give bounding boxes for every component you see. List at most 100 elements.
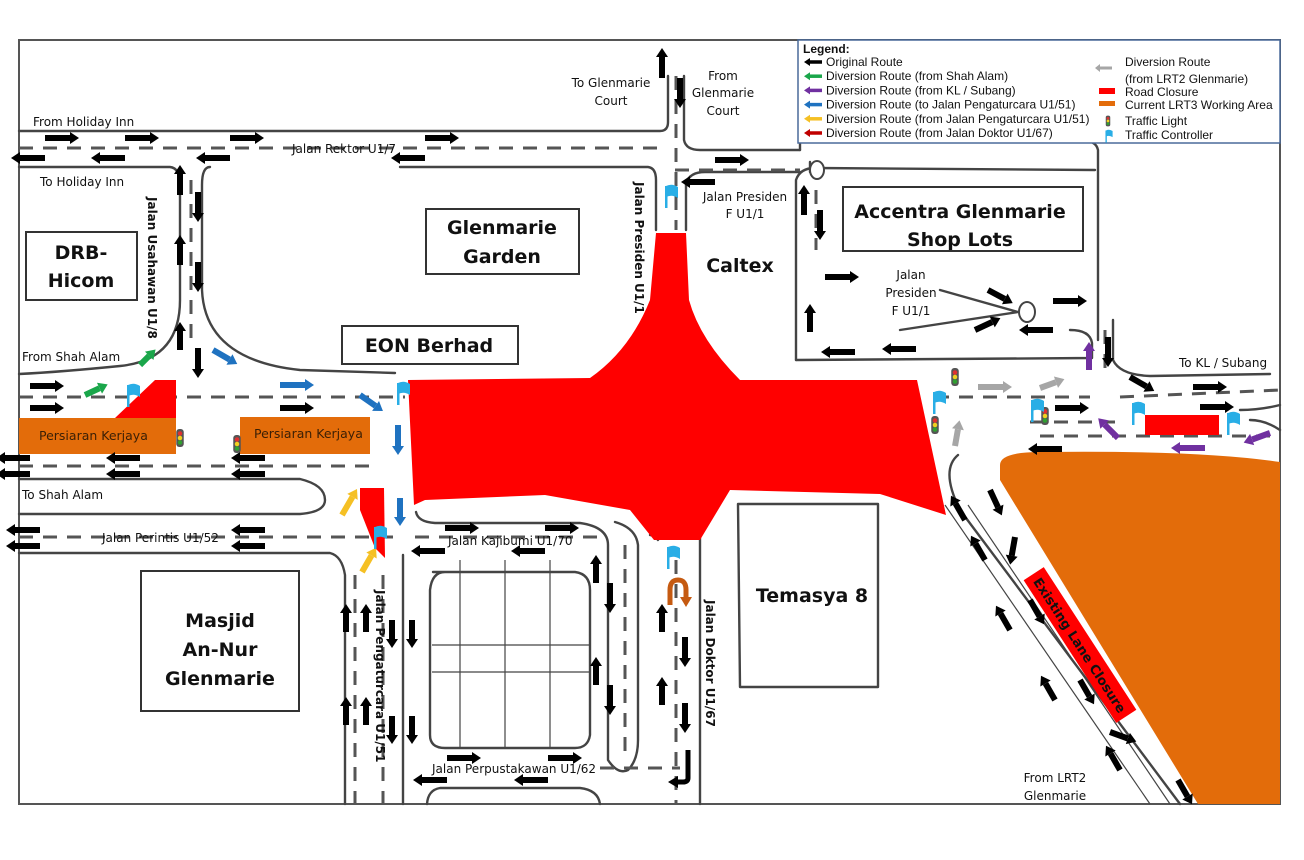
- roundabout-north: [809, 160, 825, 180]
- work-area-south-east: [1000, 451, 1280, 804]
- original-route-arrow: [1005, 536, 1018, 565]
- original-route-arrow: [814, 210, 826, 240]
- legend-label: Diversion Route (to Jalan Pengaturcara U…: [826, 98, 1075, 112]
- turn-arrow-icon: [676, 750, 691, 785]
- diversion-route-arrow: [1038, 376, 1065, 391]
- masjid-label-3: Glenmarie: [165, 668, 275, 690]
- traffic-light-icon: [951, 368, 959, 386]
- original-route-arrow: [406, 620, 418, 648]
- masjid-label-2: An-Nur: [183, 639, 259, 661]
- diversion-route-arrow: [1083, 342, 1095, 370]
- original-route-arrow: [340, 604, 352, 632]
- original-route-arrow: [231, 468, 265, 480]
- original-route-arrow: [674, 78, 686, 108]
- from-holiday-inn-label: From Holiday Inn: [33, 115, 134, 129]
- road-label-perpustakawan: Jalan Perpustakawan U1/62: [431, 762, 596, 776]
- original-route-arrow: [1105, 745, 1123, 772]
- original-route-arrow: [514, 774, 548, 786]
- original-route-arrow: [406, 716, 418, 744]
- road-label-doktor: Jalan Doktor U1/67: [703, 599, 717, 727]
- legend-label: Traffic Light: [1125, 114, 1188, 128]
- original-route-arrow: [987, 488, 1004, 516]
- masjid-label-1: Masjid: [185, 610, 255, 632]
- swatch-icon: [1099, 88, 1115, 94]
- original-route-arrow: [1102, 337, 1114, 367]
- legend-item: Diversion Route (from KL / Subang): [804, 83, 1016, 97]
- original-route-arrow: [174, 322, 186, 350]
- original-route-arrow: [280, 402, 314, 414]
- original-route-arrow: [0, 468, 30, 480]
- diversion-route-arrow: [1171, 442, 1205, 454]
- original-route-arrow: [230, 132, 264, 144]
- legend-item-traffic-controller: Traffic Controller: [1105, 128, 1213, 143]
- original-route-arrow: [360, 604, 372, 632]
- legend-title: Legend:: [803, 42, 850, 56]
- u-turn-arrowhead: [680, 597, 692, 607]
- arrowhead: [804, 100, 810, 109]
- arrowhead: [804, 114, 810, 123]
- from-glenmarie-court-label-1: From: [708, 69, 738, 83]
- diversion-route-arrow: [392, 425, 404, 455]
- diversion-route-arrow: [83, 382, 108, 398]
- legend-label: Diversion Route (from KL / Subang): [826, 83, 1016, 97]
- closure-shah-alam-slip: [115, 380, 176, 418]
- original-route-arrow: [882, 343, 916, 355]
- original-route-arrow: [1027, 598, 1045, 625]
- legend-label: Diversion Route (from Shah Alam): [826, 69, 1008, 83]
- arrowhead: [804, 129, 810, 137]
- road-label-presiden-f2-3: F U1/1: [892, 304, 931, 318]
- original-route-arrow: [950, 495, 968, 522]
- from-lrt2-label-1: From LRT2: [1024, 771, 1087, 785]
- original-route-arrow: [604, 685, 616, 715]
- original-route-arrow: [192, 262, 204, 292]
- original-route-arrow: [970, 535, 988, 562]
- arrowhead: [804, 72, 810, 81]
- road-label-kerjaya-middle: Persiaran Kerjaya: [254, 426, 363, 441]
- diversion-route-arrow: [339, 489, 358, 517]
- legend-label: Road Closure: [1125, 85, 1199, 99]
- original-route-arrow: [445, 522, 479, 534]
- original-route-arrow: [679, 637, 691, 667]
- road-label-perintis: Jalan Perintis U1/52: [101, 531, 219, 545]
- lrt3-working-areas: [19, 417, 1280, 804]
- road-label-pengaturcara: Jalan Pengaturcara U1/51: [373, 589, 387, 762]
- original-route-arrow: [6, 540, 40, 552]
- diversion-route-arrow: [137, 349, 156, 368]
- original-route-arrow: [995, 605, 1013, 632]
- original-route-arrow: [91, 152, 125, 164]
- to-glenmarie-court-label-2: Court: [595, 94, 628, 108]
- original-route-arrow: [545, 522, 579, 534]
- legend-item: Diversion Route (from Jalan Pengaturcara…: [804, 112, 1089, 126]
- original-route-arrow: [986, 287, 1013, 305]
- legend-item: Diversion Route (from Jalan Doktor U1/67…: [804, 126, 1053, 140]
- diversion-route-arrow: [1098, 418, 1121, 441]
- original-route-arrow: [1019, 324, 1053, 336]
- road-label-presiden-f2-2: Presiden: [885, 286, 936, 300]
- accentra-label-1: Accentra Glenmarie: [854, 201, 1065, 223]
- original-route-arrow: [1040, 675, 1058, 702]
- to-kl-subang-label: To KL / Subang: [1178, 356, 1267, 370]
- original-route-arrow: [548, 752, 582, 764]
- original-route-arrow: [413, 774, 447, 786]
- traffic-light-icon: [931, 416, 939, 434]
- road-label-kajibumi: Jalan Kajibumi U1/70: [447, 534, 572, 548]
- diversion-route-arrow: [952, 420, 964, 447]
- legend-box: [797, 39, 1281, 144]
- original-route-arrow: [804, 304, 816, 332]
- landmarks: DRB- Hicom Glenmarie Garden EON Berhad C…: [25, 160, 1084, 748]
- original-route-arrow: [231, 524, 265, 536]
- road-edges: [17, 48, 1282, 806]
- parking-grid: [432, 560, 590, 748]
- original-route-arrow: [825, 271, 859, 283]
- original-route-arrow: [1055, 402, 1089, 414]
- diversion-route-arrow: [978, 381, 1012, 393]
- roundabout-shoplots: [1018, 301, 1036, 323]
- original-route-arrow: [30, 402, 64, 414]
- eon-berhad-label: EON Berhad: [365, 335, 493, 357]
- road-label-usahawan: Jalan Usahawan U1/8: [145, 196, 159, 339]
- lane-dividers: [19, 76, 1281, 805]
- diversion-route-arrow: [394, 498, 406, 526]
- original-route-arrow: [231, 452, 265, 464]
- legend-label: Current LRT3 Working Area: [1125, 98, 1273, 112]
